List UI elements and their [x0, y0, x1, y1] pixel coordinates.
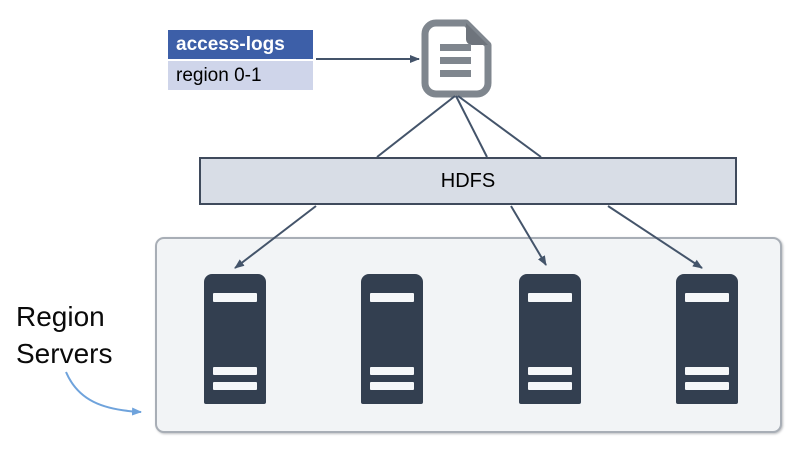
server-slot-bar: [370, 382, 415, 390]
pointer-arrow-label-to-container: [65, 371, 142, 416]
server-slot-bar: [370, 293, 415, 302]
server-slot-bar: [684, 367, 729, 375]
server-slot-bar: [684, 293, 729, 302]
line-file-to-hdfs-3: [457, 95, 542, 158]
hdfs-bar: HDFS: [199, 157, 737, 205]
log-file-icon-svg: [421, 19, 492, 98]
server-slot-bar: [213, 293, 257, 302]
server-slot-bar: [527, 293, 572, 302]
region-servers-container: [155, 237, 782, 433]
server-slot-bar: [213, 367, 257, 375]
region-servers-label-line2: Servers: [16, 338, 113, 369]
table-header: access-logs: [168, 30, 313, 59]
region-servers-label: Region Servers: [16, 298, 112, 372]
server-slot-bar: [527, 367, 572, 375]
server-tower-icon: [518, 274, 581, 404]
server-tower-icon: [361, 274, 424, 404]
line-file-to-hdfs-2: [455, 95, 488, 158]
access-logs-table: access-logs region 0-1: [168, 30, 313, 90]
server-slot-bar: [370, 367, 415, 375]
hdfs-label: HDFS: [440, 169, 496, 192]
folded-corner: [466, 23, 488, 45]
server-slot-bar: [527, 382, 572, 390]
region-servers-label-line1: Region: [16, 301, 105, 332]
server-slot-bar: [213, 382, 257, 390]
table-region-row: region 0-1: [168, 61, 313, 90]
server-slot-bar: [684, 382, 729, 390]
server-tower-icon: [675, 274, 738, 404]
line-file-to-hdfs-1: [376, 95, 456, 158]
server-tower-icon: [204, 274, 266, 404]
log-file-icon: [421, 19, 493, 104]
